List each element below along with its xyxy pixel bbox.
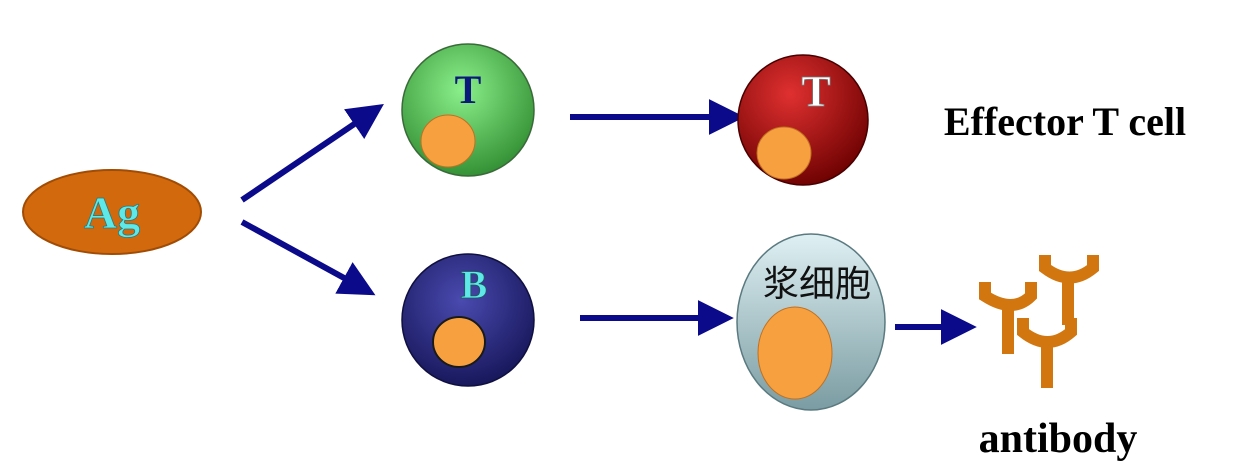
- t-cell-label: T: [455, 67, 482, 112]
- antibody-icons: [979, 255, 1099, 388]
- plasma-cell-nucleus: [757, 306, 833, 400]
- b-cell-nucleus: [432, 316, 486, 368]
- antibody-y-3: [1017, 318, 1077, 388]
- b-cell-node: B: [401, 253, 535, 387]
- antigen-node: Ag: [22, 169, 202, 255]
- effector-t-cell-nucleus: [756, 126, 812, 180]
- antibody-caption: antibody: [979, 416, 1138, 462]
- plasma-cell-node: 浆细胞: [736, 233, 886, 411]
- arrow-ag-to-t: [240, 103, 384, 203]
- arrows: [240, 99, 977, 345]
- antigen-label: Ag: [84, 187, 140, 238]
- effector-t-cell-node: T: [737, 54, 869, 186]
- antibody-y-2: [1039, 255, 1099, 325]
- b-cell-label: B: [461, 262, 488, 307]
- antibody-y-1: [979, 282, 1037, 354]
- effector-t-cell-caption: Effector T cell: [944, 99, 1186, 144]
- t-cell-nucleus: [420, 114, 476, 168]
- effector-t-cell-label: T: [801, 67, 830, 116]
- arrow-ag-to-b: [240, 219, 376, 296]
- antigen-ellipse: [22, 169, 202, 255]
- plasma-cell-label: 浆细胞: [763, 264, 871, 305]
- t-cell-node: T: [401, 43, 535, 177]
